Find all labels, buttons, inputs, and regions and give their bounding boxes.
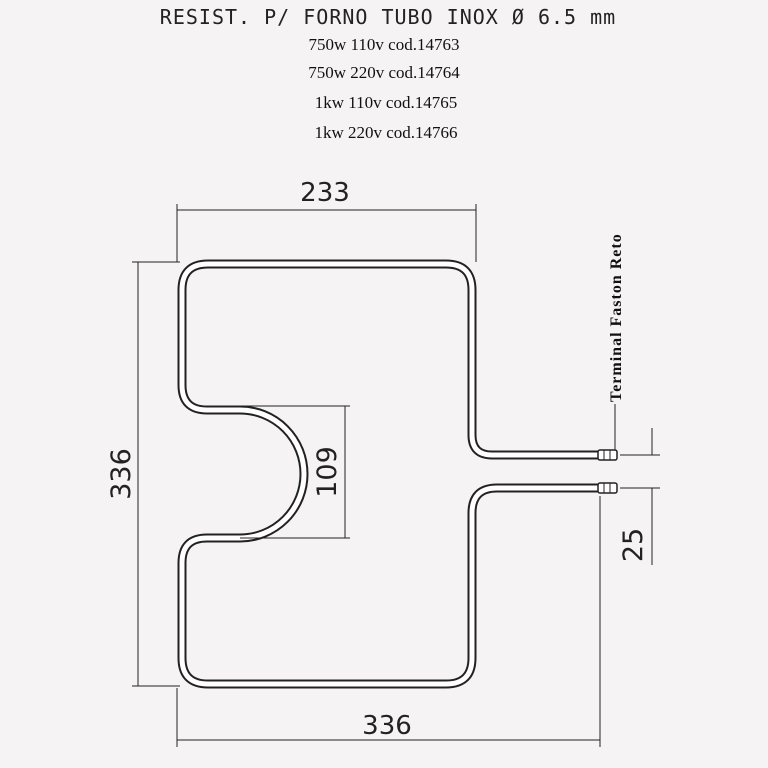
dimension-top-width: 233	[176, 178, 477, 262]
spec-line-3: 1kw 110v cod.14765	[315, 93, 457, 112]
dimension-bottom-width: 336	[176, 496, 601, 747]
spec-line-2: 750w 220v cod.14764	[308, 63, 460, 82]
spec-line-4: 1kw 220v cod.14766	[314, 123, 457, 142]
dimension-label-bottom-336: 336	[362, 711, 412, 741]
dimension-terminal-gap: 25	[618, 428, 660, 565]
dimension-height: 336	[106, 261, 180, 687]
spec-line-1: 750w 110v cod.14763	[309, 35, 460, 54]
dimension-label-height-336: 336	[106, 448, 137, 500]
diagram-title: RESIST. P/ FORNO TUBO INOX Ø 6.5 mm	[160, 5, 616, 29]
dimension-notch-depth: 109	[240, 405, 350, 539]
dimension-label-25: 25	[618, 528, 649, 562]
dimension-label-233: 233	[300, 178, 350, 208]
terminal-label: Terminal Faston Reto	[608, 233, 625, 402]
terminal-connectors	[597, 449, 618, 494]
heating-tube	[177, 259, 605, 689]
dimension-label-109: 109	[312, 446, 343, 498]
